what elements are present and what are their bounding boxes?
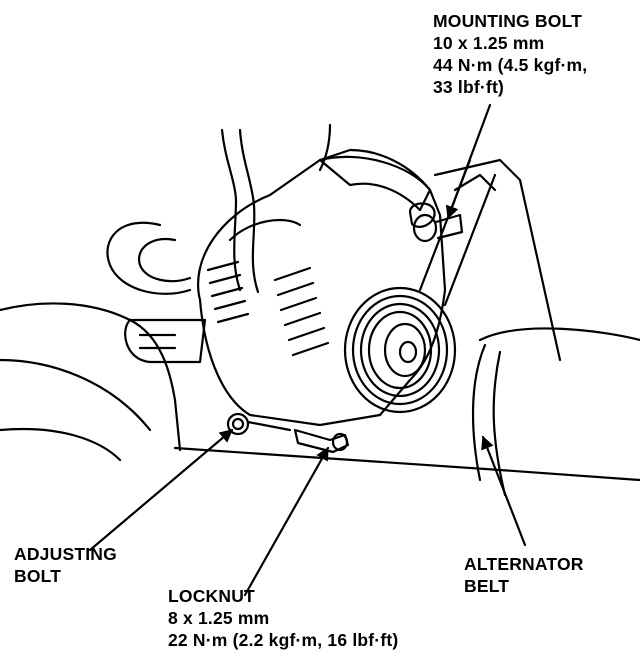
- adjusting-bolt-line-1: ADJUSTING: [14, 544, 117, 564]
- pulley: [343, 286, 457, 414]
- locknut-torque: 22 N·m (2.2 kgf·m, 16 lbf·ft): [168, 630, 399, 650]
- alternator-belt-lower: [443, 173, 497, 307]
- mounting-bolt-title: MOUNTING BOLT: [433, 11, 583, 31]
- mounting-bolt-size: 10 x 1.25 mm: [433, 33, 545, 53]
- right-panel-curve: [471, 343, 487, 482]
- adjusting-bolt-line-2: BOLT: [14, 566, 62, 586]
- adjusting-bolt-callout: ADJUSTING BOLT: [14, 543, 117, 587]
- engine-lower-edge: [173, 446, 640, 482]
- cable-connector: [124, 318, 207, 364]
- mounting-bolt-leader: [445, 103, 492, 220]
- mounting-bolt-shape: [412, 213, 464, 243]
- locknut-size: 8 x 1.25 mm: [168, 608, 270, 628]
- mounting-bolt-torque-line-1: 44 N·m (4.5 kgf·m,: [433, 55, 588, 75]
- alternator-belt-line-2: BELT: [464, 576, 510, 596]
- mounting-bolt-callout: MOUNTING BOLT 10 x 1.25 mm 44 N·m (4.5 k…: [433, 10, 587, 98]
- locknut-shape: [293, 428, 350, 454]
- cable-loop-outer: [106, 221, 192, 295]
- locknut-callout: LOCKNUT 8 x 1.25 mm 22 N·m (2.2 kgf·m, 1…: [168, 585, 398, 651]
- mounting-bolt-torque-line-2: 33 lbf·ft): [433, 77, 505, 97]
- alternator-belt-leader: [481, 435, 527, 547]
- adjusting-bolt-shape: [226, 412, 292, 436]
- alternator-belt-line-1: ALTERNATOR: [464, 554, 584, 574]
- right-panel-top: [478, 327, 640, 342]
- locknut-title: LOCKNUT: [168, 586, 255, 606]
- mounting-ear-hole: [408, 202, 436, 228]
- adjusting-bolt-leader: [88, 428, 234, 552]
- engine-left-curve: [0, 358, 152, 432]
- housing-right-frame: [433, 158, 562, 362]
- alternator-rear-cap: [228, 218, 302, 242]
- lower-sweep: [0, 427, 122, 462]
- hose-3: [318, 123, 332, 172]
- cable-loop-inner: [137, 237, 192, 283]
- hose-2: [238, 128, 260, 294]
- locknut-leader: [243, 446, 330, 597]
- right-panel-edge: [492, 350, 507, 497]
- cooling-fins: [206, 260, 330, 357]
- hose-1: [220, 128, 242, 292]
- cable-plug: [138, 333, 177, 350]
- alternator-belt-callout: ALTERNATOR BELT: [464, 553, 584, 597]
- mounting-ear: [318, 148, 432, 212]
- alternator-body-outline: [197, 155, 447, 427]
